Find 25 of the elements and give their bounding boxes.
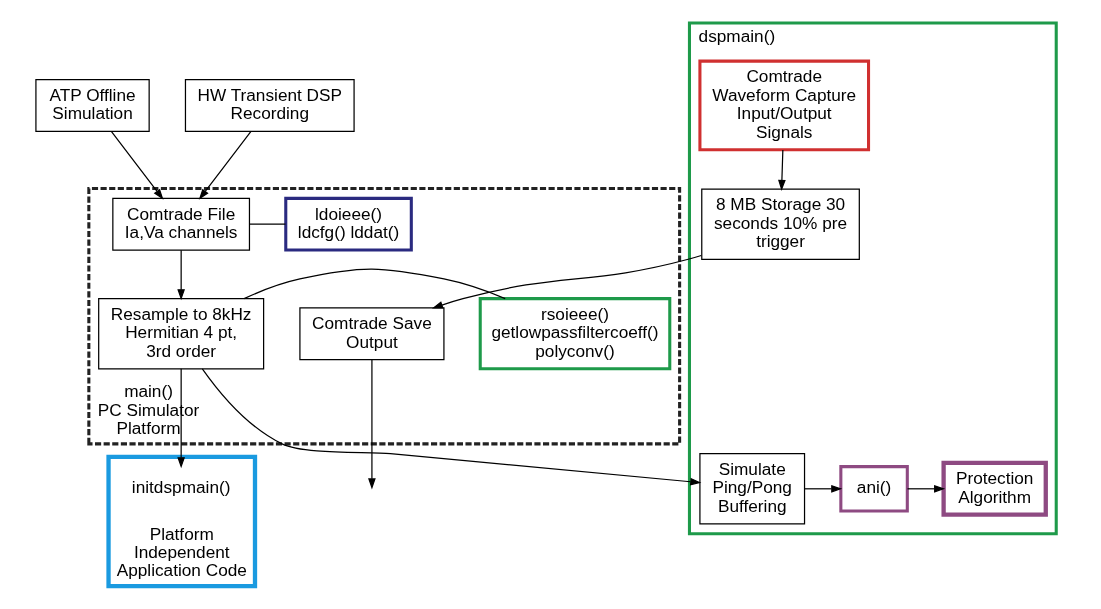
node-box: ldoieee() ldcfg() lddat()	[283, 196, 413, 252]
node-box: Resample to 8kHz Hermitian 4 pt, 3rd order	[97, 298, 264, 370]
arrow	[367, 359, 376, 490]
arrow	[176, 368, 185, 469]
arrow	[777, 149, 786, 191]
node-box: Protection Algorithm	[940, 460, 1048, 517]
arrow	[431, 254, 702, 309]
node-box: Comtrade Waveform Capture Input/Output Signals	[697, 59, 870, 152]
connector	[248, 223, 286, 225]
node-box: ATP Offline Simulation	[34, 78, 150, 132]
arrow	[803, 484, 842, 493]
arrow	[198, 130, 252, 200]
node-box: HW Transient DSP Recording	[184, 78, 355, 132]
node-box: 8 MB Storage 30 seconds 10% pre trigger	[700, 188, 860, 260]
node-box: Comtrade Save Output	[298, 307, 445, 361]
node-box: Simulate Ping/Pong Buffering	[698, 453, 805, 525]
node-text: initdspmain()	[131, 477, 230, 498]
arrow	[176, 249, 185, 301]
arrow	[201, 368, 701, 486]
connector	[243, 268, 506, 300]
node-box: ani()	[838, 465, 909, 513]
arrow	[906, 484, 945, 493]
arrow	[110, 130, 163, 200]
node-box: Comtrade File Ia,Va channels	[111, 197, 250, 251]
node-box: rsoieee() getlowpassfiltercoeff() polyconv()	[478, 297, 671, 371]
